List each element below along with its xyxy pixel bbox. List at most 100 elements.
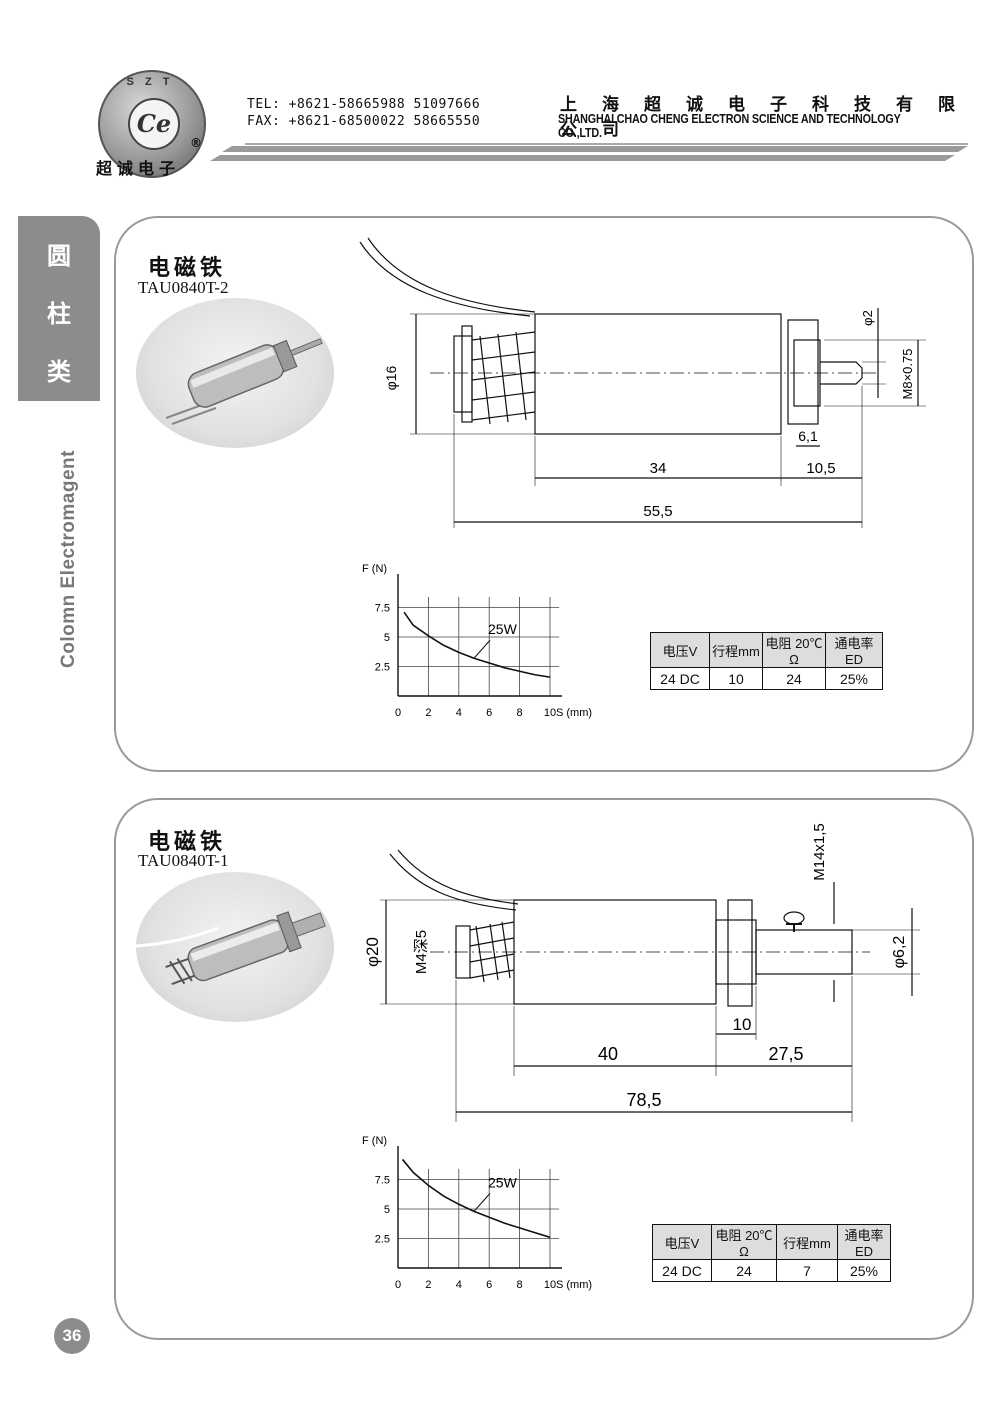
x-tick-label: 10 [544, 707, 556, 719]
header-stripe [210, 155, 955, 161]
x-axis-label: S (mm) [556, 1279, 592, 1291]
spec-table-2: 电压V 电阻 20℃ Ω 行程mm 通电率ED 24 DC 24 7 25% [652, 1224, 891, 1282]
table-row: 24 DC 10 24 25% [650, 667, 883, 690]
product-panel-2 [114, 798, 974, 1340]
x-tick-label: 6 [486, 707, 492, 719]
product-title: 电磁铁 [148, 255, 227, 281]
table-header: 行程mm [709, 632, 763, 668]
y-axis-label: F (N) [362, 1135, 387, 1147]
product-panel-1 [114, 216, 974, 772]
x-axis-label: S (mm) [556, 707, 592, 719]
series-label: 25W [488, 621, 518, 637]
hex-nut [727, 899, 753, 1007]
solenoid-photo-icon [165, 338, 323, 425]
dim-label: 40 [598, 1044, 618, 1064]
y-tick-label: 5 [384, 632, 390, 644]
table-header: 通电率ED [837, 1224, 891, 1260]
table-cell: 7 [776, 1259, 838, 1282]
series-leader [473, 639, 491, 659]
series-line [403, 611, 551, 678]
y-tick-label: 7.5 [375, 1175, 390, 1187]
x-tick-label: 8 [517, 1279, 523, 1291]
table-cell: 10 [709, 667, 763, 690]
x-tick-label: 6 [486, 1279, 492, 1291]
series-leader [473, 1193, 491, 1212]
fax-line: FAX: +8621-68500022 58665550 [247, 114, 481, 129]
table-cell: 24 [711, 1259, 777, 1282]
force-stroke-chart-1: 0 2 4 6 8 10 2.5 5 7.5 F (N) S (mm) 25W [362, 563, 592, 719]
dimension-drawing-2: φ20 M4深5 M14x1,5 φ6,2 10 40 27,5 78,5 [363, 823, 920, 1122]
x-tick-label: 0 [395, 1279, 401, 1291]
logo-ring-text: S Z T [126, 76, 174, 88]
series-label: 25W [488, 1174, 518, 1190]
end-cap [453, 335, 473, 413]
dim-label: φ2 [860, 310, 875, 326]
spec-table-1: 电压V 行程mm 电阻 20℃ Ω 通电率ED 24 DC 10 24 25% [650, 632, 883, 690]
y-tick-label: 7.5 [375, 603, 390, 615]
lead-wire [389, 853, 517, 911]
dim-label: M8×0.75 [900, 349, 915, 400]
y-axis-label: F (N) [362, 563, 387, 575]
x-tick-label: 4 [456, 1279, 462, 1291]
dim-label: φ20 [363, 937, 382, 967]
table-header: 行程mm [776, 1224, 838, 1260]
table-header: 通电率ED [825, 632, 883, 668]
dim-label: 78,5 [626, 1090, 661, 1110]
force-stroke-chart-2: 0 2 4 6 8 10 2.5 5 7.5 F (N) S (mm) 25W [362, 1135, 592, 1291]
y-tick-label: 2.5 [375, 1234, 390, 1246]
category-char: 类 [47, 358, 71, 386]
category-english: Colomn Electromagent [58, 450, 79, 668]
x-tick-label: 0 [395, 707, 401, 719]
lead-wire [397, 849, 519, 905]
table-row: 24 DC 24 7 25% [652, 1259, 891, 1282]
x-tick-label: 2 [425, 1279, 431, 1291]
x-tick-label: 8 [517, 707, 523, 719]
product-model: TAU0840T-1 [138, 851, 229, 870]
y-tick-label: 2.5 [375, 662, 390, 674]
hex-nut [787, 319, 819, 425]
lead-wire [367, 237, 536, 313]
logo-caption: 超诚电子 [96, 159, 181, 178]
table-row: 电压V 行程mm 电阻 20℃ Ω 通电率ED [650, 632, 883, 668]
company-name-cn: 上海超诚电子科技有限公司 [560, 95, 980, 140]
dimension-drawing-1: φ16 φ2 M8×0.75 6,1 34 10,5 55,5 [359, 237, 926, 528]
dim-label: 27,5 [768, 1044, 803, 1064]
flange [461, 325, 473, 423]
table-header: 电压V [650, 632, 710, 668]
logo-mark: Ce [128, 98, 180, 150]
company-name-en: SHANGHAI CHAO CHENG ELECTRON SCIENCE AND… [558, 112, 901, 140]
category-char: 圆 [47, 242, 71, 270]
plunger [755, 929, 853, 975]
header-rule [210, 143, 968, 161]
product-title: 电磁铁 [148, 829, 227, 855]
lead-wire [359, 241, 531, 317]
series-line [401, 1158, 551, 1239]
table-cell: 24 [762, 667, 826, 690]
dim-label: 34 [650, 460, 667, 477]
x-tick-label: 4 [456, 707, 462, 719]
tab-underline [18, 398, 100, 401]
table-header: 电阻 20℃ Ω [711, 1224, 777, 1260]
screw-head [783, 911, 805, 925]
spring [479, 331, 527, 425]
table-cell: 24 DC [650, 667, 710, 690]
x-tick-label: 10 [544, 1279, 556, 1291]
y-tick-label: 5 [384, 1204, 390, 1216]
table-cell: 24 DC [652, 1259, 712, 1282]
solenoid-photo-icon [135, 911, 326, 985]
registered-mark: ® [190, 136, 202, 150]
spring [475, 921, 511, 983]
category-tab [18, 216, 100, 400]
table-cell: 25% [825, 667, 883, 690]
dim-label: 55,5 [643, 503, 672, 520]
dim-label: M4深5 [413, 930, 430, 974]
dim-label: φ6,2 [891, 936, 908, 969]
x-tick-label: 2 [425, 707, 431, 719]
dim-label: 10,5 [806, 460, 835, 477]
spring [471, 331, 536, 421]
screw-head [786, 923, 802, 932]
table-row: 电压V 电阻 20℃ Ω 行程mm 通电率ED [652, 1224, 891, 1260]
header-stripe [222, 146, 968, 152]
dim-label: 6,1 [798, 428, 818, 444]
coil-body [534, 313, 782, 435]
